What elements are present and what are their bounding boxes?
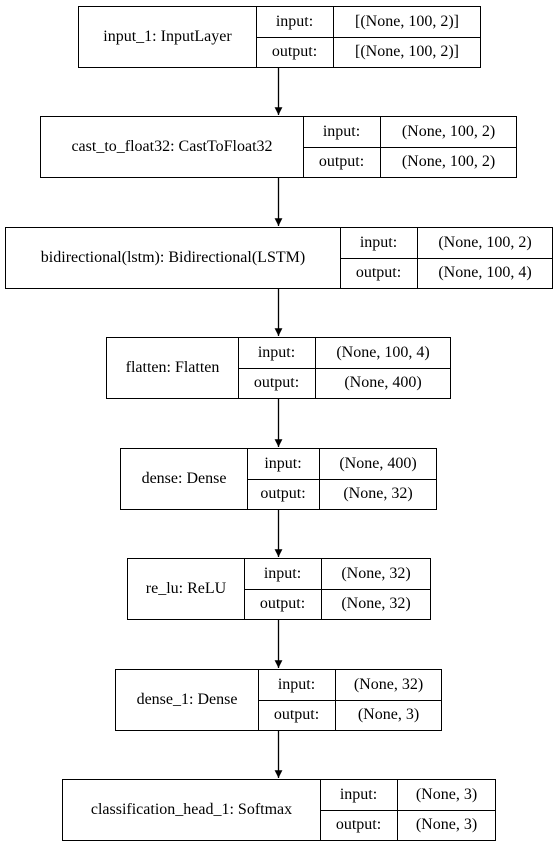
output-label: output: bbox=[260, 485, 306, 502]
input-shape: (None, 3) bbox=[398, 780, 495, 811]
input-label: input: bbox=[303, 117, 380, 148]
output-shape: (None, 32) bbox=[343, 485, 413, 502]
port-label-column: input: output: bbox=[320, 780, 398, 840]
input-shape: (None, 100, 4) bbox=[316, 338, 450, 369]
layer-node-classification-head-1: classification_head_1: Softmax input: ou… bbox=[62, 779, 496, 841]
input-label: input: bbox=[320, 780, 397, 811]
output-label: output: bbox=[335, 816, 382, 833]
layer-name: flatten: Flatten bbox=[107, 338, 239, 398]
layer-node-dense-1: dense_1: Dense input: output: (None, 32)… bbox=[115, 669, 442, 731]
output-shape: [(None, 100, 2)] bbox=[355, 43, 459, 60]
output-shape: (None, 3) bbox=[415, 816, 478, 833]
layer-node-input-1: input_1: InputLayer input: output: [(Non… bbox=[78, 6, 481, 68]
input-shape: (None, 400) bbox=[320, 449, 436, 480]
port-label-column: input: output: bbox=[340, 228, 418, 288]
input-label: input: bbox=[258, 670, 335, 701]
layer-name: cast_to_float32: CastToFloat32 bbox=[41, 117, 304, 177]
output-shape: (None, 3) bbox=[357, 706, 420, 723]
shape-column: [(None, 100, 2)] [(None, 100, 2)] bbox=[334, 7, 480, 67]
input-shape: [(None, 100, 2)] bbox=[334, 7, 480, 38]
output-label: output: bbox=[253, 374, 300, 391]
shape-column: (None, 100, 2) (None, 100, 4) bbox=[418, 228, 552, 288]
layer-name: input_1: InputLayer bbox=[79, 7, 257, 67]
layer-node-cast-to-float32: cast_to_float32: CastToFloat32 input: ou… bbox=[40, 116, 517, 178]
shape-column: (None, 32) (None, 3) bbox=[336, 670, 441, 730]
layer-node-bidirectional: bidirectional(lstm): Bidirectional(LSTM)… bbox=[5, 227, 553, 289]
port-label-column: input: output: bbox=[244, 559, 322, 619]
input-label: input: bbox=[244, 559, 321, 590]
input-label: input: bbox=[256, 7, 333, 38]
port-label-column: input: output: bbox=[247, 449, 320, 509]
port-label-column: input: output: bbox=[238, 338, 316, 398]
output-label: output: bbox=[355, 264, 402, 281]
input-shape: (None, 32) bbox=[336, 670, 441, 701]
shape-column: (None, 32) (None, 32) bbox=[322, 559, 430, 619]
input-shape: (None, 32) bbox=[322, 559, 430, 590]
input-shape: (None, 100, 2) bbox=[381, 117, 516, 148]
shape-column: (None, 100, 2) (None, 100, 2) bbox=[381, 117, 516, 177]
layer-name: re_lu: ReLU bbox=[128, 559, 245, 619]
layer-name: bidirectional(lstm): Bidirectional(LSTM) bbox=[6, 228, 341, 288]
layer-name: classification_head_1: Softmax bbox=[63, 780, 321, 840]
layer-node-dense: dense: Dense input: output: (None, 400) … bbox=[120, 448, 437, 510]
input-shape: (None, 100, 2) bbox=[418, 228, 552, 259]
output-label: output: bbox=[318, 153, 365, 170]
layer-name: dense: Dense bbox=[121, 449, 248, 509]
input-label: input: bbox=[238, 338, 315, 369]
layer-node-flatten: flatten: Flatten input: output: (None, 1… bbox=[106, 337, 451, 399]
output-shape: (None, 100, 2) bbox=[401, 153, 496, 170]
input-label: input: bbox=[340, 228, 417, 259]
shape-column: (None, 100, 4) (None, 400) bbox=[316, 338, 450, 398]
output-label: output: bbox=[259, 595, 306, 612]
output-shape: (None, 400) bbox=[344, 374, 422, 391]
shape-column: (None, 400) (None, 32) bbox=[320, 449, 436, 509]
output-shape: (None, 100, 4) bbox=[438, 264, 532, 281]
output-label: output: bbox=[271, 43, 318, 60]
input-label: input: bbox=[247, 449, 319, 480]
shape-column: (None, 3) (None, 3) bbox=[398, 780, 495, 840]
layer-name: dense_1: Dense bbox=[116, 670, 259, 730]
output-label: output: bbox=[273, 706, 320, 723]
port-label-column: input: output: bbox=[258, 670, 336, 730]
output-shape: (None, 32) bbox=[341, 595, 411, 612]
port-label-column: input: output: bbox=[303, 117, 381, 177]
port-label-column: input: output: bbox=[256, 7, 334, 67]
layer-node-re-lu: re_lu: ReLU input: output: (None, 32) (N… bbox=[127, 558, 431, 620]
